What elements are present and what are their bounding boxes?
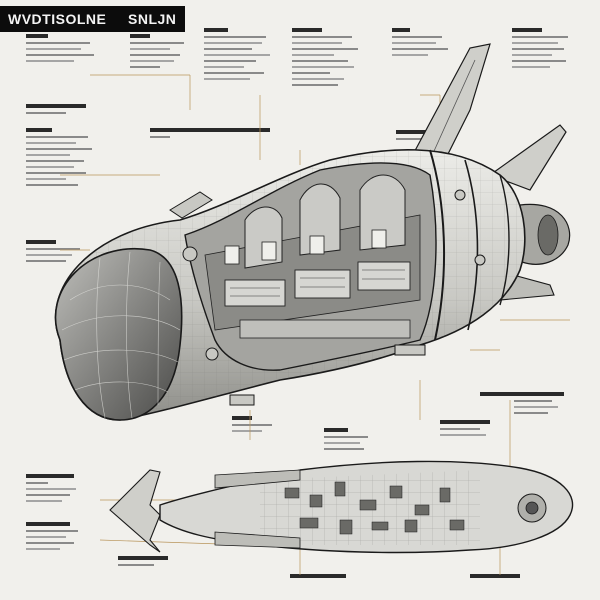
hull-fittings bbox=[169, 189, 486, 406]
engine-nozzle bbox=[519, 203, 571, 265]
tail-fin-right bbox=[488, 124, 567, 191]
sheet-title: WVDTISOLNE bbox=[8, 11, 107, 27]
nose-cockpit bbox=[54, 247, 183, 421]
spec-block bbox=[232, 416, 282, 436]
spec-block bbox=[440, 420, 500, 440]
spec-block bbox=[480, 392, 540, 400]
spec-block bbox=[392, 28, 452, 60]
plan-view-schematic bbox=[109, 460, 574, 554]
spec-block bbox=[470, 574, 530, 582]
spec-block bbox=[150, 128, 280, 142]
spec-block bbox=[292, 28, 362, 90]
spec-block bbox=[204, 28, 274, 84]
spec-block bbox=[26, 474, 86, 506]
spec-block bbox=[26, 240, 86, 266]
spec-block bbox=[130, 34, 190, 72]
spec-block bbox=[290, 574, 350, 582]
spec-block bbox=[512, 28, 574, 72]
spec-block bbox=[324, 428, 374, 454]
spec-block bbox=[26, 34, 96, 66]
spec-block bbox=[26, 128, 96, 190]
title-band bbox=[0, 6, 185, 32]
spec-block bbox=[26, 104, 96, 118]
sheet-subtitle: SNLJN bbox=[128, 11, 177, 27]
spec-block bbox=[514, 392, 574, 418]
spec-block bbox=[26, 522, 86, 554]
cutaway-interior bbox=[184, 162, 437, 371]
spec-block bbox=[118, 556, 178, 570]
